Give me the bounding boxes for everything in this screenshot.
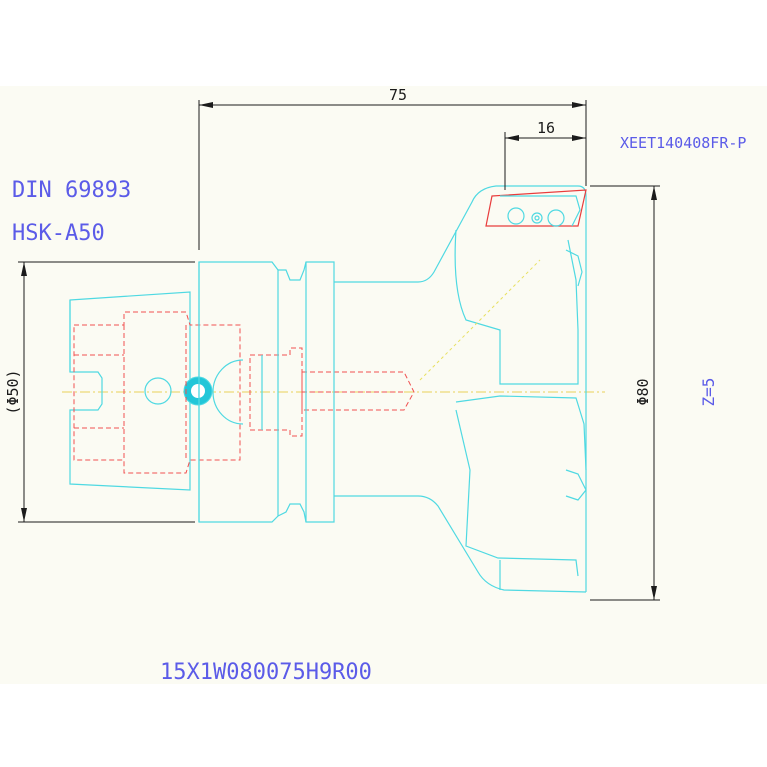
dimension-insert-width	[504, 132, 587, 190]
dimension-insert-width-label: 16	[537, 119, 555, 137]
part-number-label: 15X1W080075H9R00	[160, 660, 372, 685]
hsk-shank	[69, 291, 213, 491]
insert-pocket	[485, 189, 587, 227]
dimension-shank-diameter-label: (Φ50)	[4, 369, 22, 414]
dimension-cutter-diameter-label: Φ80	[634, 378, 652, 405]
insert-code-label: XEET140408FR-P	[620, 134, 746, 152]
tool-flange	[198, 261, 335, 523]
dimension-cutter-diameter	[590, 185, 660, 601]
teeth-count-label: Z=5	[699, 378, 718, 407]
dimension-shank-diameter	[18, 261, 195, 523]
cutter-head	[334, 185, 587, 593]
hidden-bore-lines	[73, 311, 415, 474]
dimension-overall-length-label: 75	[389, 86, 407, 104]
standard-line-1: DIN 69893	[12, 178, 131, 203]
standard-line-2: HSK-A50	[12, 221, 105, 246]
